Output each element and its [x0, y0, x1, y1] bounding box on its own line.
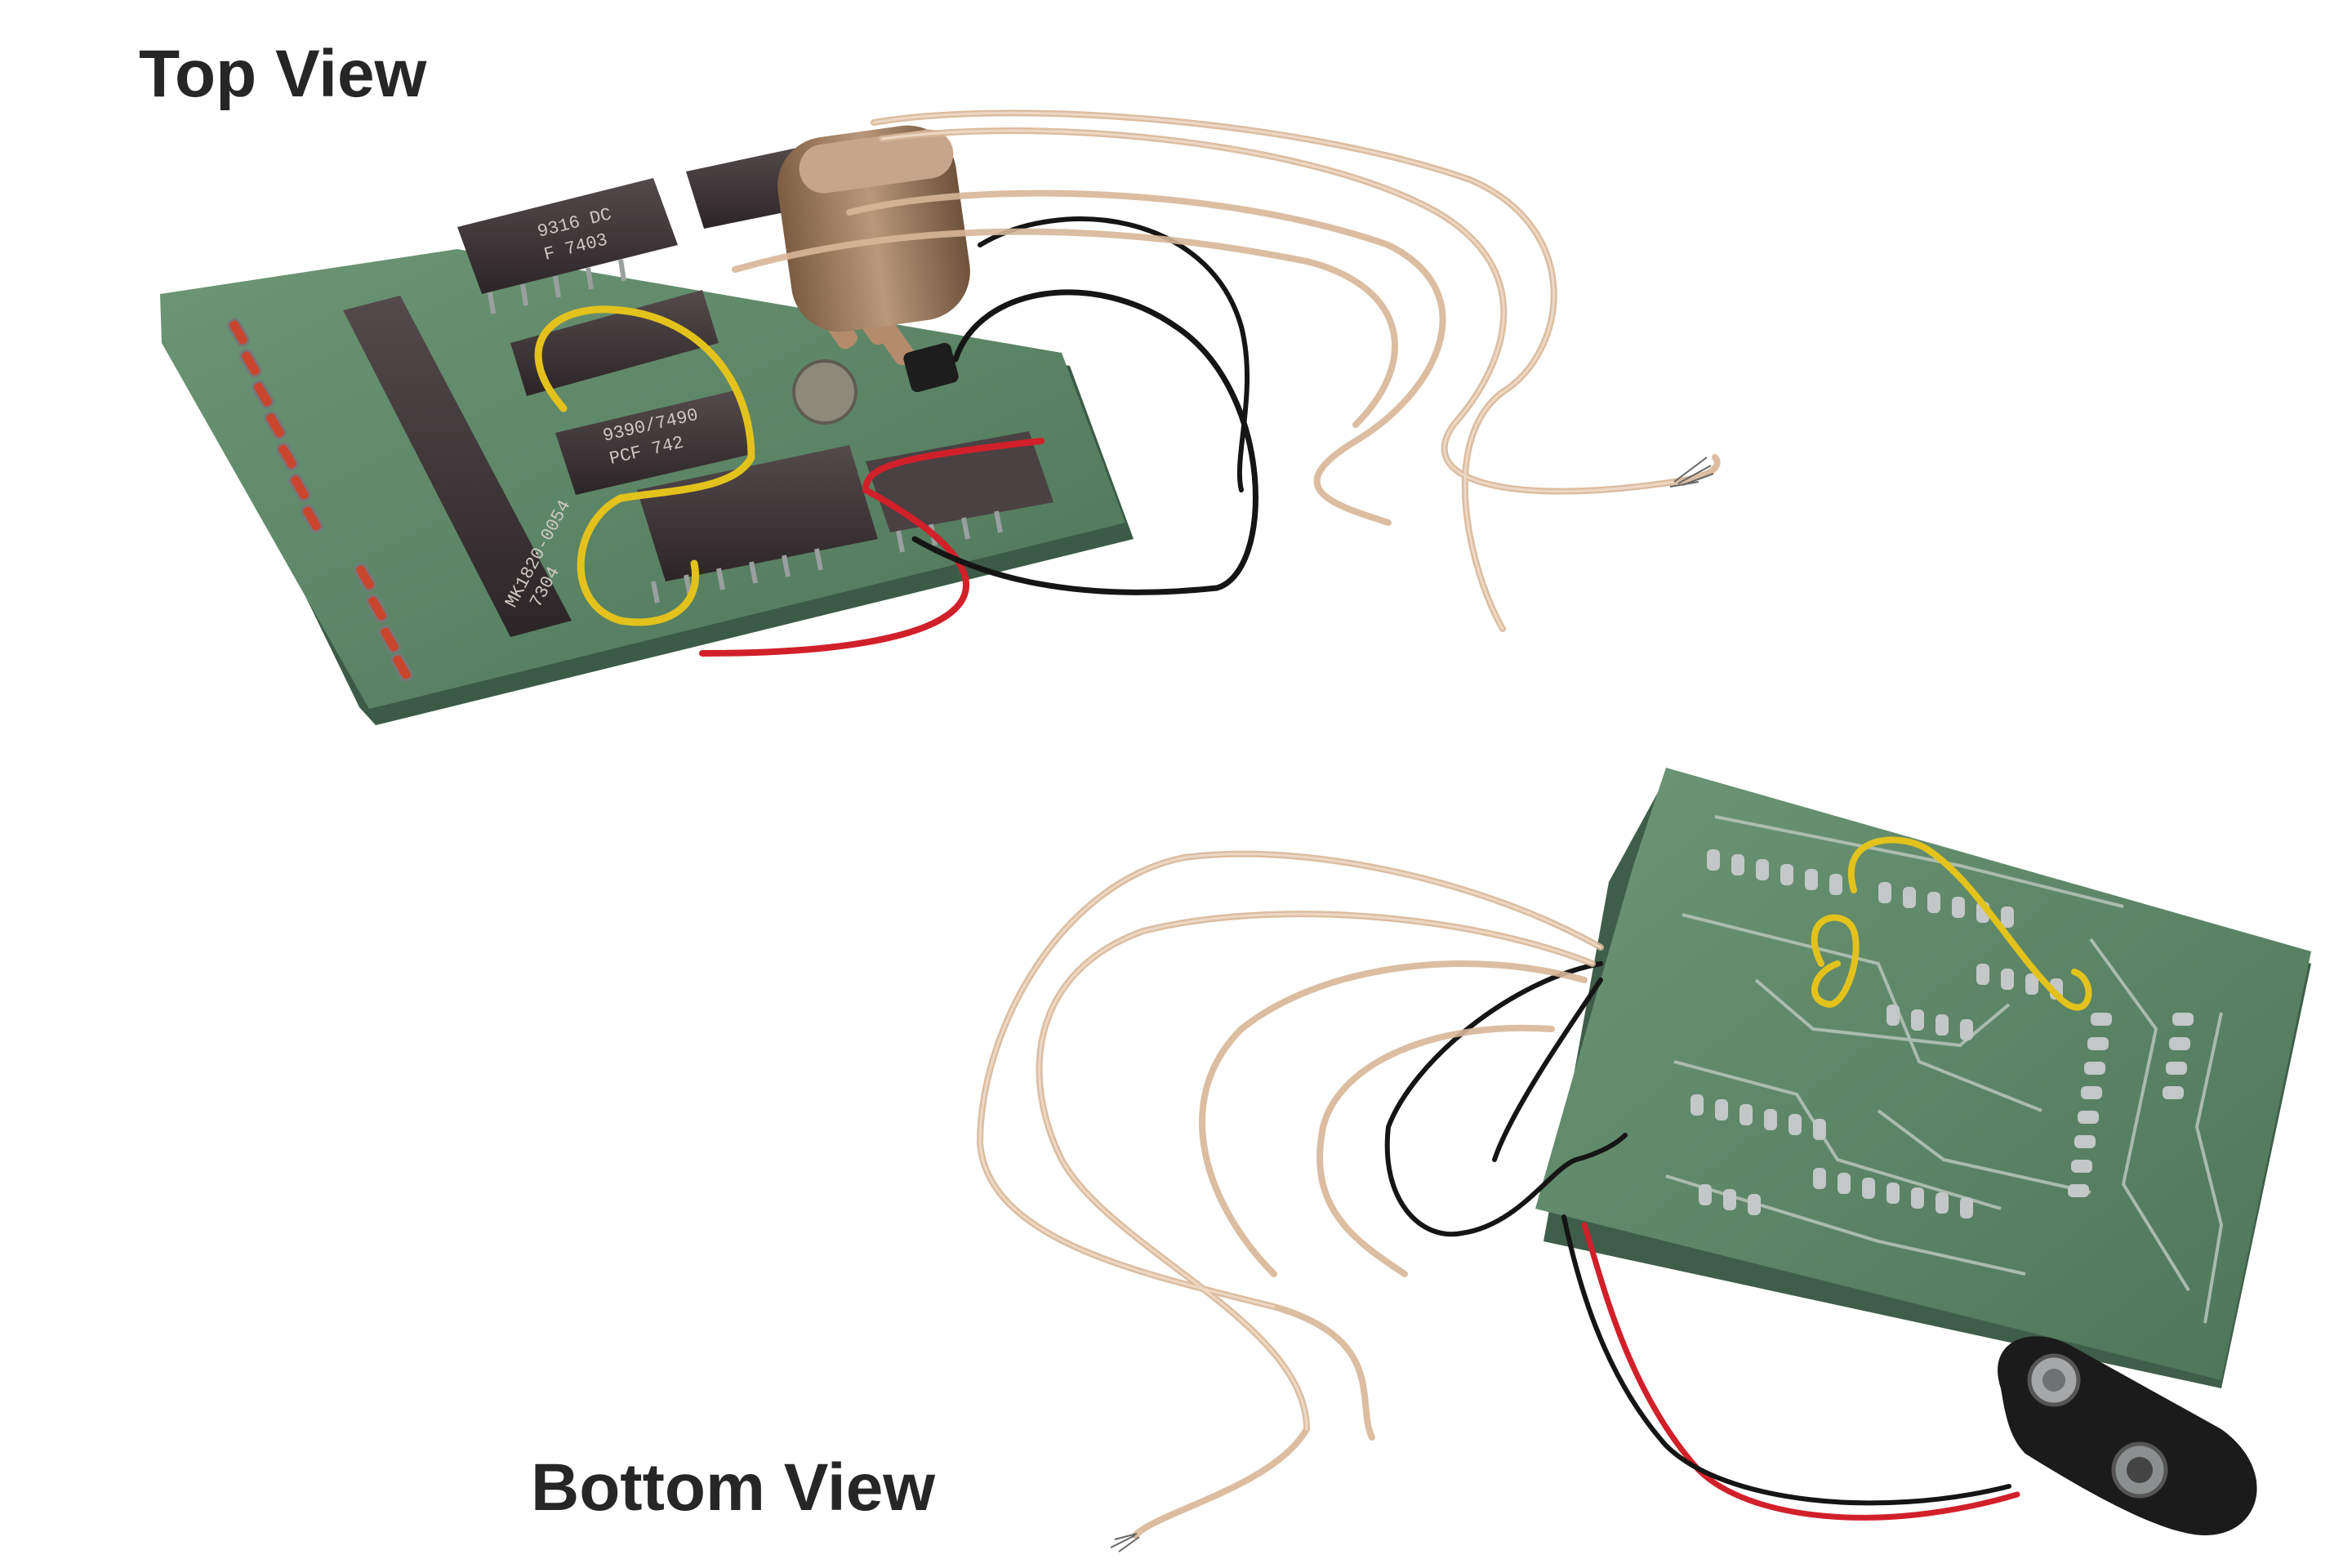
diode-column [227, 318, 413, 682]
top-view-caption: Top View [139, 37, 427, 111]
chip-front-left [637, 445, 878, 581]
chip-mid [510, 290, 719, 396]
battery-snap-connector [1998, 1336, 2257, 1535]
yellow-jumper-bottom [1811, 836, 2092, 1011]
black-wire-battery [1561, 1214, 2011, 1506]
chip-9316: 9316 DC F 7403 [457, 178, 678, 294]
black-component [903, 342, 959, 393]
transistor-can [792, 359, 858, 425]
clear-wires-bottom [976, 850, 1604, 1539]
frayed-wire-ends-bottom [1110, 1533, 1140, 1552]
frayed-wire-ends-top [1669, 457, 1714, 488]
top-view-board: MK1820-0054 7304 9316 DC F 7403 9390/749… [160, 109, 1721, 725]
clear-wires-top-highlight [872, 111, 1676, 630]
black-wire-top [911, 289, 1258, 595]
red-wire-top [699, 438, 1045, 657]
pcb-bottom [1535, 768, 2311, 1380]
clear-wires-bottom-highlight [978, 853, 1602, 1431]
bottom-view-board [976, 768, 2311, 1552]
yellow-jumper-wire [534, 305, 755, 626]
solder-pads [1690, 849, 2194, 1218]
bottom-view-caption: Bottom View [531, 1450, 936, 1525]
crystal-oscillator [777, 125, 970, 332]
